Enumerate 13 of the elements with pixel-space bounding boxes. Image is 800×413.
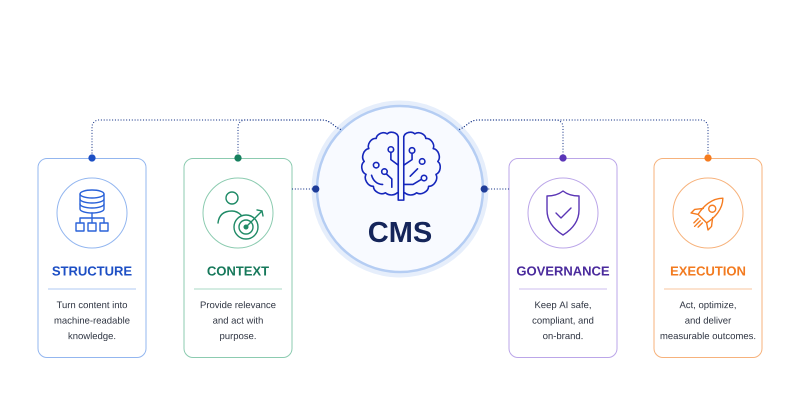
dotted-connector (480, 185, 510, 193)
card-title: STRUCTURE (52, 266, 132, 276)
card-title: CONTEXT (207, 266, 269, 276)
hub-title: CMS (368, 222, 432, 242)
card-text: Provide relevance and act with purpose. (200, 301, 276, 342)
dotted-connector (458, 119, 712, 162)
card-text: Act, optimize, and deliver measurable outcomes. (660, 301, 756, 340)
card-text: Turn content into machine-readable knowledge. (54, 301, 130, 342)
dotted-connector (292, 185, 320, 193)
card-text: Keep AI safe, compliant, and on-brand. (532, 301, 594, 340)
card-title: GOVERNANCE (516, 266, 610, 276)
card-title: EXECUTION (670, 266, 746, 276)
dotted-connector (234, 119, 342, 162)
